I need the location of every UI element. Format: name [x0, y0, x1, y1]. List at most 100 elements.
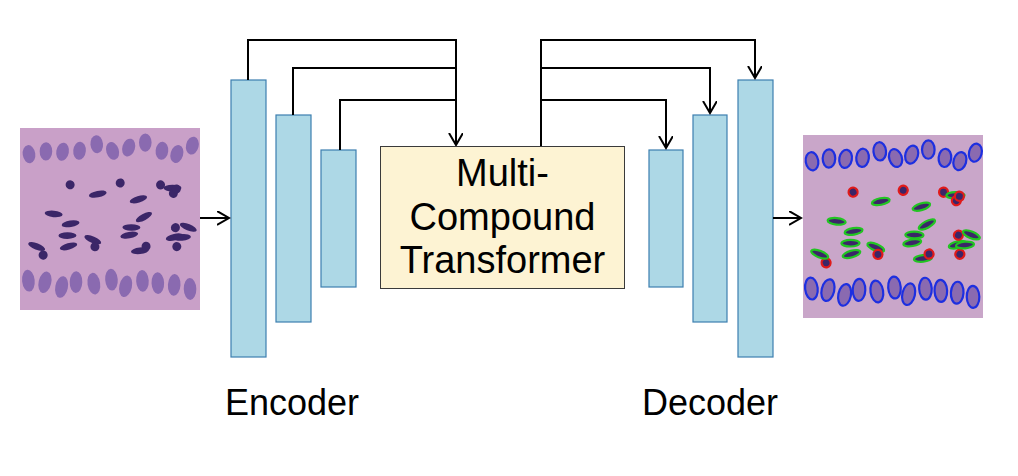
nucleus [903, 238, 922, 248]
decoder-bar [738, 80, 773, 357]
encoder-bars [231, 80, 356, 357]
nucleus [967, 142, 984, 163]
skip-line [248, 40, 456, 145]
skip-line [340, 100, 456, 150]
nucleus [838, 149, 854, 169]
nucleus [117, 274, 134, 298]
nucleus [134, 210, 153, 224]
transformer-box: Multi- Compound Transformer [380, 146, 625, 289]
nucleus [954, 191, 965, 202]
nucleus [61, 219, 80, 228]
nucleus [104, 268, 118, 291]
nucleus [962, 228, 981, 241]
nucleus [173, 233, 191, 241]
nucleus [39, 142, 52, 160]
skip-line [293, 68, 456, 115]
nucleus [184, 135, 200, 156]
nucleus [887, 276, 901, 299]
nucleus [139, 133, 152, 151]
nucleus [53, 275, 70, 299]
nucleus [21, 144, 36, 164]
nucleus [69, 271, 82, 293]
nucleus [120, 137, 137, 158]
nucleus [59, 241, 78, 252]
nucleus [869, 280, 885, 304]
nucleus [120, 230, 139, 240]
nucleus [168, 144, 185, 165]
nucleus [871, 197, 890, 207]
nucleus [912, 201, 931, 212]
nucleus [819, 278, 836, 302]
nucleus [842, 248, 861, 259]
nucleus [836, 283, 853, 307]
nucleus [934, 280, 947, 302]
nucleus [64, 179, 76, 191]
nucleus [122, 224, 140, 231]
nucleus [36, 270, 53, 294]
nucleus [141, 241, 151, 251]
output-segmentation-image [803, 135, 984, 318]
nucleus [852, 279, 865, 301]
nucleus [104, 140, 122, 161]
nucleus [184, 278, 197, 300]
nucleus [179, 221, 198, 234]
nucleus [827, 217, 846, 225]
nucleus [88, 189, 107, 199]
decoder-bar [649, 150, 683, 287]
nucleus [90, 135, 104, 154]
encoder-bar [276, 115, 311, 322]
nucleus [922, 140, 935, 158]
nucleus [804, 151, 819, 171]
nucleus [873, 250, 883, 260]
nucleus [38, 249, 49, 260]
nucleus [171, 184, 182, 195]
nucleus [822, 149, 835, 168]
nucleus [956, 241, 974, 249]
nucleus [58, 232, 76, 239]
nucleus [167, 274, 181, 297]
skip-line [541, 40, 755, 147]
nucleus [898, 185, 909, 196]
nucleus [90, 242, 100, 252]
nucleus [966, 286, 979, 308]
nucleus [938, 148, 952, 167]
encoder-bar [231, 80, 266, 357]
nucleus [151, 272, 164, 294]
nucleus [954, 248, 966, 260]
nucleus [169, 222, 181, 234]
section-label: Decoder [642, 382, 778, 424]
nucleus [855, 148, 869, 167]
nucleus [924, 249, 934, 259]
nucleus [919, 277, 933, 300]
nucleus [171, 241, 183, 253]
nucleus [917, 217, 936, 231]
nucleus [905, 232, 923, 239]
nucleus [27, 240, 46, 253]
nucleus [155, 141, 169, 160]
nucleus [950, 281, 964, 304]
nucleus [844, 227, 863, 236]
skip-line [541, 68, 710, 113]
nucleus [873, 142, 887, 161]
nucleus [44, 210, 63, 218]
nucleus [887, 147, 905, 168]
nucleus [115, 177, 126, 188]
decoder-bar [693, 115, 727, 322]
decoder-bars [649, 80, 773, 357]
nucleus [804, 277, 819, 300]
node-title: Multi- Compound Transformer [395, 152, 610, 283]
flow-arrow [773, 217, 801, 219]
nucleus [21, 269, 36, 292]
nucleus [903, 144, 920, 165]
nucleus [55, 142, 71, 162]
skip-line [541, 100, 666, 148]
flow-arrow [200, 217, 229, 219]
nucleus [136, 270, 150, 292]
input-histology-image [20, 128, 201, 310]
section-label: Encoder [225, 382, 359, 424]
nucleus [847, 186, 859, 198]
nucleus [841, 240, 859, 247]
encoder-bar [321, 150, 356, 287]
nucleus [900, 282, 917, 306]
